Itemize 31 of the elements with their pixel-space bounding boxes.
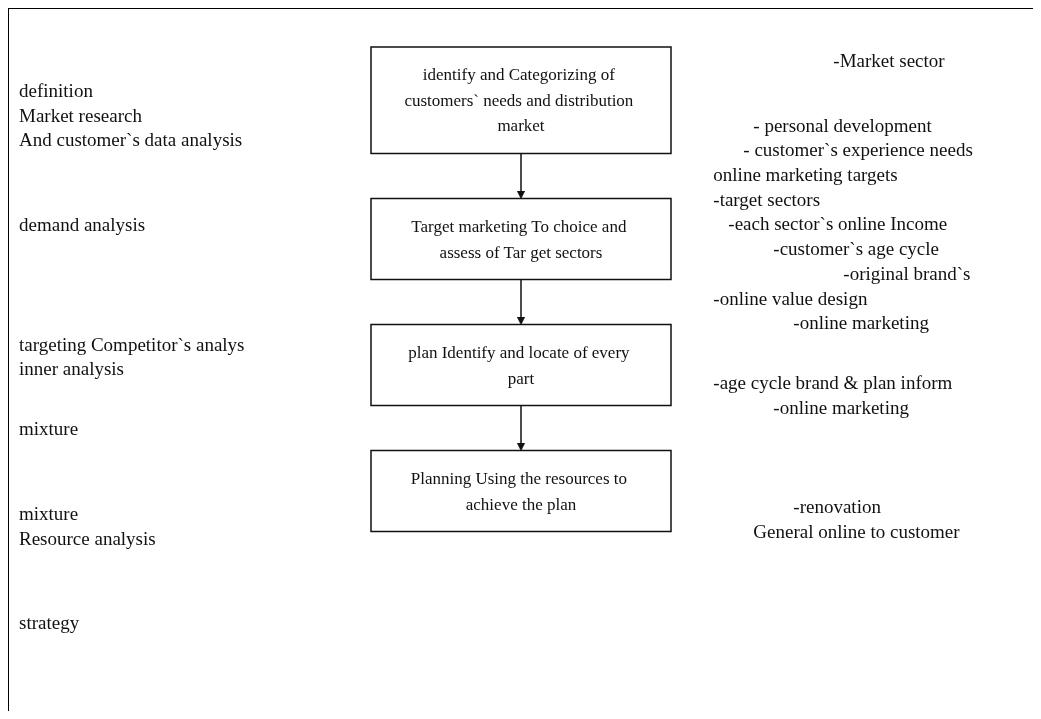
arrow — [516, 404, 526, 451]
arrow — [516, 152, 526, 199]
note-text: -online value design — [713, 286, 869, 311]
note-text: -age cycle brand & plan inform — [713, 370, 954, 395]
node-box: Target marketing To choice and assess of Tar get sectors — [370, 197, 672, 281]
note-text: -each sector`s online Income — [727, 212, 949, 237]
note-text: Resource analysis — [19, 526, 157, 551]
note-text: mixture — [19, 417, 80, 442]
note-text: -online marketing — [772, 395, 910, 420]
note-text: online marketing targets — [713, 163, 899, 188]
note-text: -target sectors — [713, 187, 822, 212]
note-text: -online marketing — [792, 311, 930, 336]
arrow — [516, 278, 526, 325]
note-text: inner analysis — [19, 357, 125, 382]
note-text: -original brand`s — [842, 261, 972, 286]
note-text: demand analysis — [19, 213, 147, 238]
note-text: strategy — [19, 611, 81, 636]
node-box: Planning Using the resources to achieve the plan — [370, 449, 672, 533]
node-box: plan Identify and locate of every part — [370, 323, 672, 407]
note-text: -customer`s age cycle — [772, 237, 940, 262]
note-text: - customer`s experience needs — [742, 138, 974, 163]
note-text: - personal development — [752, 113, 933, 138]
note-text: Market research — [19, 103, 143, 128]
note-text: targeting Competitor`s analys — [19, 332, 246, 357]
note-text: General online to customer — [752, 519, 961, 544]
note-text: -Market sector — [832, 49, 946, 73]
node-box: identify and Categorizing of customers` needs and distribution market — [370, 46, 672, 155]
note-text: mixture — [19, 501, 80, 526]
note-text: -renovation — [792, 495, 882, 520]
note-text: And customer`s data analysis — [19, 128, 244, 153]
note-text: definition — [19, 79, 94, 103]
